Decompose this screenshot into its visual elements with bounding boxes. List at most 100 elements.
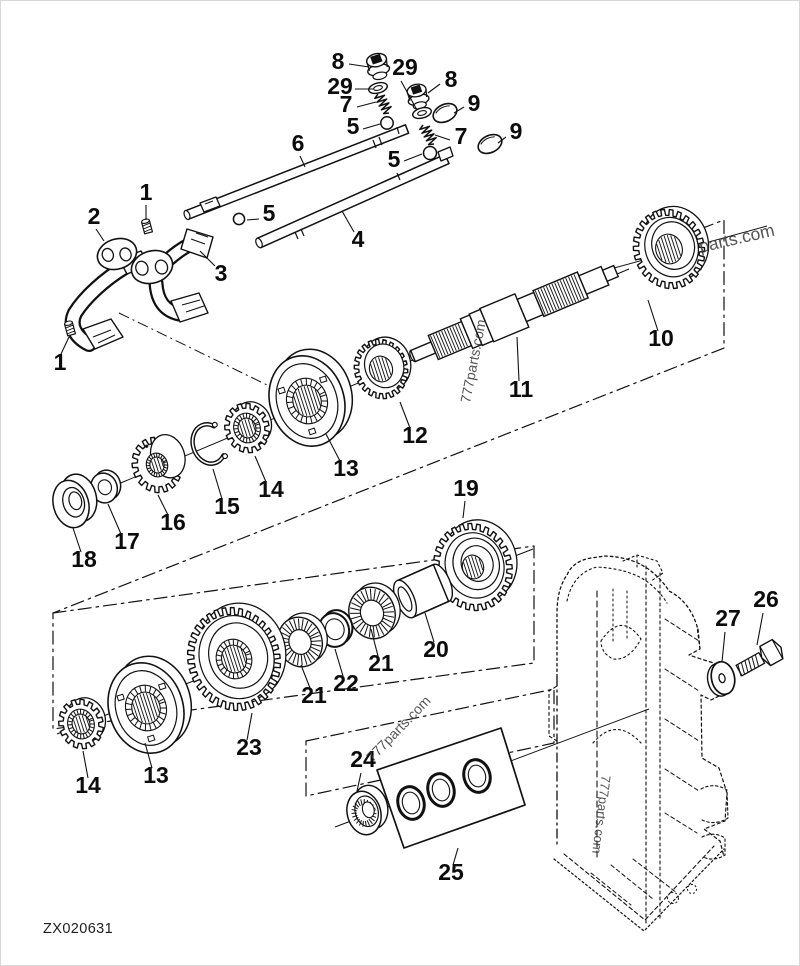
- gear-23: [186, 602, 287, 712]
- leader-line-15-22: [212, 468, 223, 500]
- seal-kit-25: [376, 727, 526, 849]
- leader-line-25-35: [452, 847, 459, 866]
- leader-line-1-15: [60, 336, 70, 355]
- leader-line-9-9: [497, 136, 507, 144]
- seal-ring-25-2: [462, 758, 492, 794]
- part-label-7-7: 7: [455, 123, 468, 149]
- gear-16-cluster: [131, 434, 186, 494]
- rail4-end-cap: [255, 237, 263, 249]
- leader-line-13-20: [325, 433, 341, 462]
- diagram-code-group: ZX020631: [43, 921, 113, 937]
- part-label-18-25: 18: [71, 546, 97, 572]
- detent-ball-5b: [422, 145, 438, 161]
- part-label-1-12: 1: [140, 179, 153, 205]
- part-label-4-11: 4: [352, 226, 365, 252]
- tapered-bearing-24: [346, 784, 389, 836]
- part-label-20-27: 20: [423, 636, 449, 662]
- bearing-18: [52, 473, 98, 529]
- leader-line-17-24: [107, 503, 122, 535]
- part-label-19-26: 19: [453, 475, 479, 501]
- leader-line-21-28: [370, 628, 379, 657]
- main-shaft-11: [409, 264, 620, 363]
- part-label-9-9: 9: [510, 118, 523, 144]
- detent-screw-1a: [140, 218, 154, 235]
- gear-14-lower: [57, 697, 107, 750]
- part-label-21-28: 21: [368, 650, 394, 676]
- gasket-29a: [368, 81, 388, 95]
- detent-screw-1b: [63, 320, 77, 337]
- part-label-27-37: 27: [715, 605, 741, 631]
- part-label-16-23: 16: [160, 509, 186, 535]
- thrust-washer-17: [89, 469, 122, 504]
- detent-spring-7a: [374, 93, 392, 115]
- gear-19: [433, 519, 518, 612]
- leader-line-24-34: [356, 772, 362, 792]
- leader-line-11-18: [516, 336, 520, 382]
- part-label-15-22: 15: [214, 493, 240, 519]
- part-label-13-20: 13: [333, 455, 359, 481]
- rail6-end-cap: [183, 209, 191, 221]
- bushing-20: [392, 563, 454, 619]
- snap-ring-15: [190, 421, 229, 466]
- part-label-5-8: 5: [388, 146, 401, 172]
- part-label-8-3: 8: [445, 66, 458, 92]
- leader-line-14-21: [254, 455, 267, 483]
- leader-line-13-32: [144, 742, 153, 769]
- part-label-29-2: 29: [392, 54, 418, 80]
- leader-line-18-25: [72, 527, 82, 553]
- part-label-17-24: 17: [114, 528, 140, 554]
- part-label-22-29: 22: [333, 670, 359, 696]
- bushing-20-body: [392, 563, 454, 619]
- leader-line-19-26: [462, 500, 466, 519]
- part-label-5-16: 5: [263, 200, 276, 226]
- leader-line-16-23: [157, 494, 169, 516]
- washer-27: [706, 660, 736, 697]
- watermark-3: 777parts.com: [589, 775, 613, 855]
- leader-line-8-3: [427, 83, 441, 94]
- leader-line-4-11: [341, 210, 355, 233]
- leader-line-26-36: [756, 612, 764, 646]
- fork3-boss: [130, 249, 174, 285]
- part-label-23-31: 23: [236, 734, 262, 760]
- leader-line-9-4: [453, 106, 465, 114]
- f0: [392, 579, 418, 619]
- leader-line-7-7: [434, 134, 451, 141]
- part-label-10-17: 10: [648, 325, 674, 351]
- detent-ball-5a: [380, 116, 394, 130]
- part-label-1-15: 1: [54, 349, 67, 375]
- part-label-6-10: 6: [292, 130, 305, 156]
- part-label-8-0: 8: [332, 48, 345, 74]
- part-label-2-13: 2: [88, 203, 101, 229]
- fork2-boss: [96, 237, 138, 271]
- detent-spring-7b: [419, 124, 437, 146]
- part-label-13-32: 13: [143, 762, 169, 788]
- detent-plug-8b: [406, 83, 430, 110]
- needle-bearing-21-right: [348, 582, 401, 640]
- leader-line-7-5: [356, 101, 377, 108]
- leader-line-21-30: [300, 664, 311, 689]
- leader-line-6-10: [299, 155, 306, 168]
- leader-line-8-0: [348, 63, 370, 68]
- shift-rail-4: [255, 146, 454, 249]
- part-label-3-14: 3: [215, 260, 228, 286]
- part-label-11-18: 11: [509, 376, 534, 402]
- expansion-plug-9a: [432, 102, 458, 124]
- part-label-9-4: 9: [468, 90, 481, 116]
- leader-line-20-27: [424, 612, 435, 643]
- leader-line-22-29: [334, 648, 344, 677]
- gear-10: [632, 205, 710, 290]
- leader-line-10-17: [647, 299, 659, 332]
- needle-bearing-21-left: [276, 612, 328, 668]
- seal-ring-25-1: [426, 772, 456, 808]
- bolt-26: [735, 638, 784, 677]
- gear-12: [353, 336, 412, 400]
- synchronizer-13-lower: [107, 655, 192, 755]
- leader-line-14-33: [82, 750, 89, 779]
- gasket-29b: [412, 106, 432, 120]
- leader-line-27-37: [721, 631, 726, 663]
- shift-rail-6: [183, 124, 410, 221]
- transmission-housing: [548, 554, 730, 932]
